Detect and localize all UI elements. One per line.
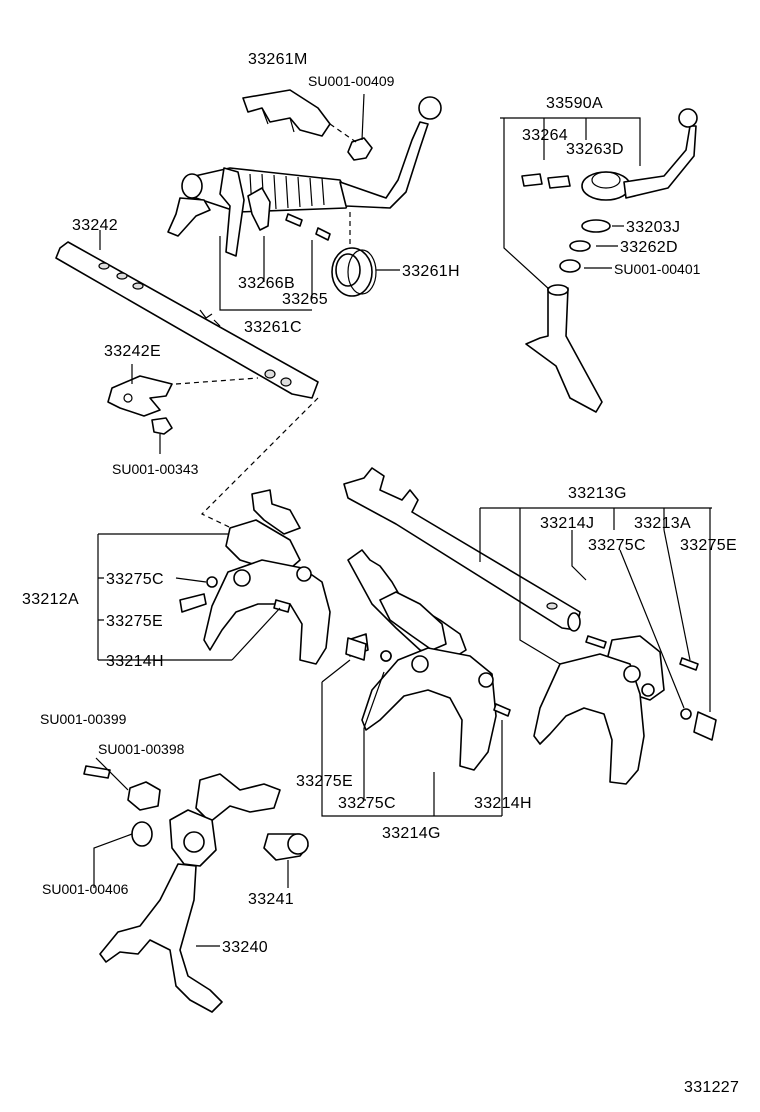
label-33240: 33240 <box>222 939 268 956</box>
label-su001-00399: SU001-00399 <box>40 711 127 727</box>
bracket-33261M <box>242 89 331 137</box>
label-33266B: 33266B <box>238 275 295 292</box>
label-su001-00398: SU001-00398 <box>98 741 185 757</box>
shift-lever-shaft <box>167 96 442 257</box>
shift-lever-33590A <box>500 108 698 413</box>
label-33590A: 33590A <box>546 95 603 112</box>
bolt-su001-00343 <box>151 417 173 454</box>
label-33275C-mid: 33275C <box>338 795 396 812</box>
label-33214H-mid: 33214H <box>474 795 532 812</box>
label-33214H-left: 33214H <box>106 653 164 670</box>
label-33275E-right: 33275E <box>680 537 737 554</box>
spring-ball-33275 <box>83 637 392 779</box>
label-33265: 33265 <box>282 291 328 308</box>
label-33203J: 33203J <box>626 219 680 236</box>
shift-fork-33212A <box>97 489 331 665</box>
label-33275E-left: 33275E <box>106 613 163 630</box>
label-33264: 33264 <box>522 127 568 144</box>
label-33275C-right: 33275C <box>588 537 646 554</box>
boot-33261H <box>331 247 400 297</box>
label-33261C: 33261C <box>244 319 302 336</box>
label-33275C-left: 33275C <box>106 571 164 588</box>
label-33212A: 33212A <box>22 591 79 608</box>
shift-fork-33213A <box>533 529 717 785</box>
label-33213A: 33213A <box>634 515 691 532</box>
label-33261H: 33261H <box>402 263 460 280</box>
label-33261M: 33261M <box>248 51 308 68</box>
label-33214J: 33214J <box>540 515 594 532</box>
plate-33242E <box>107 364 259 417</box>
diagram-code: 331227 <box>684 1079 739 1096</box>
label-su001-00406: SU001-00406 <box>42 881 129 897</box>
label-su001-00401: SU001-00401 <box>614 261 701 277</box>
label-33241: 33241 <box>248 891 294 908</box>
fork-rod-33213G <box>343 467 712 712</box>
label-33263D: 33263D <box>566 141 624 158</box>
label-33275E-mid: 33275E <box>296 773 353 790</box>
shift-head-33240 <box>93 757 309 1013</box>
label-33213G: 33213G <box>568 485 627 502</box>
pins-33266B-33265 <box>219 213 331 311</box>
label-su001-00343: SU001-00343 <box>112 461 199 477</box>
label-33214G: 33214G <box>382 825 441 842</box>
label-33242E: 33242E <box>104 343 161 360</box>
bolt-su001-00409 <box>329 93 373 161</box>
shift-rod-33242 <box>55 230 319 399</box>
label-33242: 33242 <box>72 217 118 234</box>
label-33262D: 33262D <box>620 239 678 256</box>
label-su001-00409: SU001-00409 <box>308 73 395 89</box>
